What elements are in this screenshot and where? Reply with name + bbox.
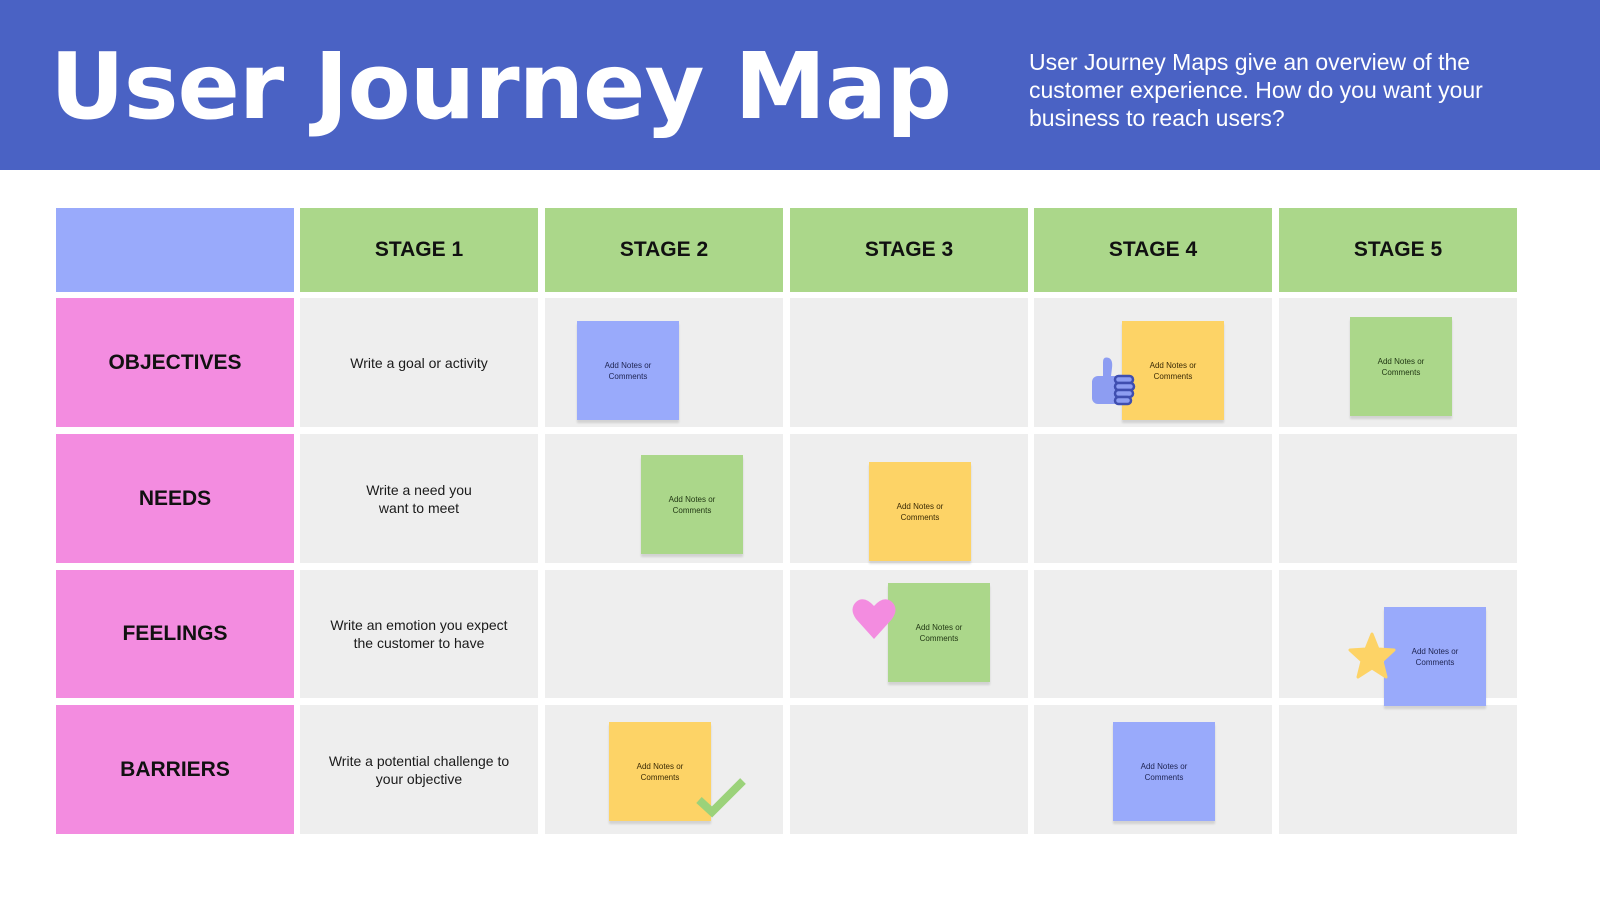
page-title: User Journey Map xyxy=(50,33,952,140)
header-banner: User Journey Map User Journey Maps give … xyxy=(0,0,1600,170)
page-subtitle: User Journey Maps give an overview of th… xyxy=(1029,49,1483,131)
heart-icon[interactable] xyxy=(851,597,897,641)
cell-feelings-stage1[interactable]: Write an emotion you expect the customer… xyxy=(300,570,538,698)
cell-barriers-stage3[interactable] xyxy=(790,705,1028,834)
sticky-note-needs-stage2[interactable]: Add Notes or Comments xyxy=(641,455,743,554)
stage-header-3: STAGE 3 xyxy=(790,208,1028,292)
cell-feelings-stage1-text: Write an emotion you expect the customer… xyxy=(330,617,508,651)
row-header-barriers: BARRIERS xyxy=(56,705,294,834)
corner-cell xyxy=(56,208,294,292)
sticky-note-barriers-stage4[interactable]: Add Notes or Comments xyxy=(1113,722,1215,821)
stage-header-5: STAGE 5 xyxy=(1279,208,1517,292)
cell-objectives-stage1[interactable]: Write a goal or activity xyxy=(300,298,538,427)
cell-barriers-stage5[interactable] xyxy=(1279,705,1517,834)
thumbs-up-icon[interactable] xyxy=(1089,356,1139,408)
cell-barriers-stage1[interactable]: Write a potential challenge to your obje… xyxy=(300,705,538,834)
stage-header-4: STAGE 4 xyxy=(1034,208,1272,292)
cell-needs-stage1[interactable]: Write a need you want to meet xyxy=(300,434,538,563)
checkmark-icon[interactable] xyxy=(695,776,749,818)
cell-needs-stage1-text: Write a need you want to meet xyxy=(366,481,472,516)
sticky-note-objectives-stage4[interactable]: Add Notes or Comments xyxy=(1122,321,1224,420)
sticky-note-feelings-stage5[interactable]: Add Notes or Comments xyxy=(1384,607,1486,706)
cell-objectives-stage3[interactable] xyxy=(790,298,1028,427)
row-header-feelings: FEELINGS xyxy=(56,570,294,698)
cell-feelings-stage2[interactable] xyxy=(545,570,783,698)
row-header-objectives: OBJECTIVES xyxy=(56,298,294,427)
star-icon[interactable] xyxy=(1347,631,1397,681)
sticky-note-objectives-stage2[interactable]: Add Notes or Comments xyxy=(577,321,679,420)
cell-barriers-stage1-text: Write a potential challenge to your obje… xyxy=(328,752,510,787)
sticky-note-objectives-stage5[interactable]: Add Notes or Comments xyxy=(1350,317,1452,416)
row-header-needs: NEEDS xyxy=(56,434,294,563)
stage-header-1: STAGE 1 xyxy=(300,208,538,292)
cell-needs-stage4[interactable] xyxy=(1034,434,1272,563)
sticky-note-feelings-stage3[interactable]: Add Notes or Comments xyxy=(888,583,990,682)
stage-header-2: STAGE 2 xyxy=(545,208,783,292)
sticky-note-needs-stage3[interactable]: Add Notes or Comments xyxy=(869,462,971,561)
cell-needs-stage5[interactable] xyxy=(1279,434,1517,563)
sticky-note-barriers-stage2[interactable]: Add Notes or Comments xyxy=(609,722,711,821)
cell-feelings-stage4[interactable] xyxy=(1034,570,1272,698)
